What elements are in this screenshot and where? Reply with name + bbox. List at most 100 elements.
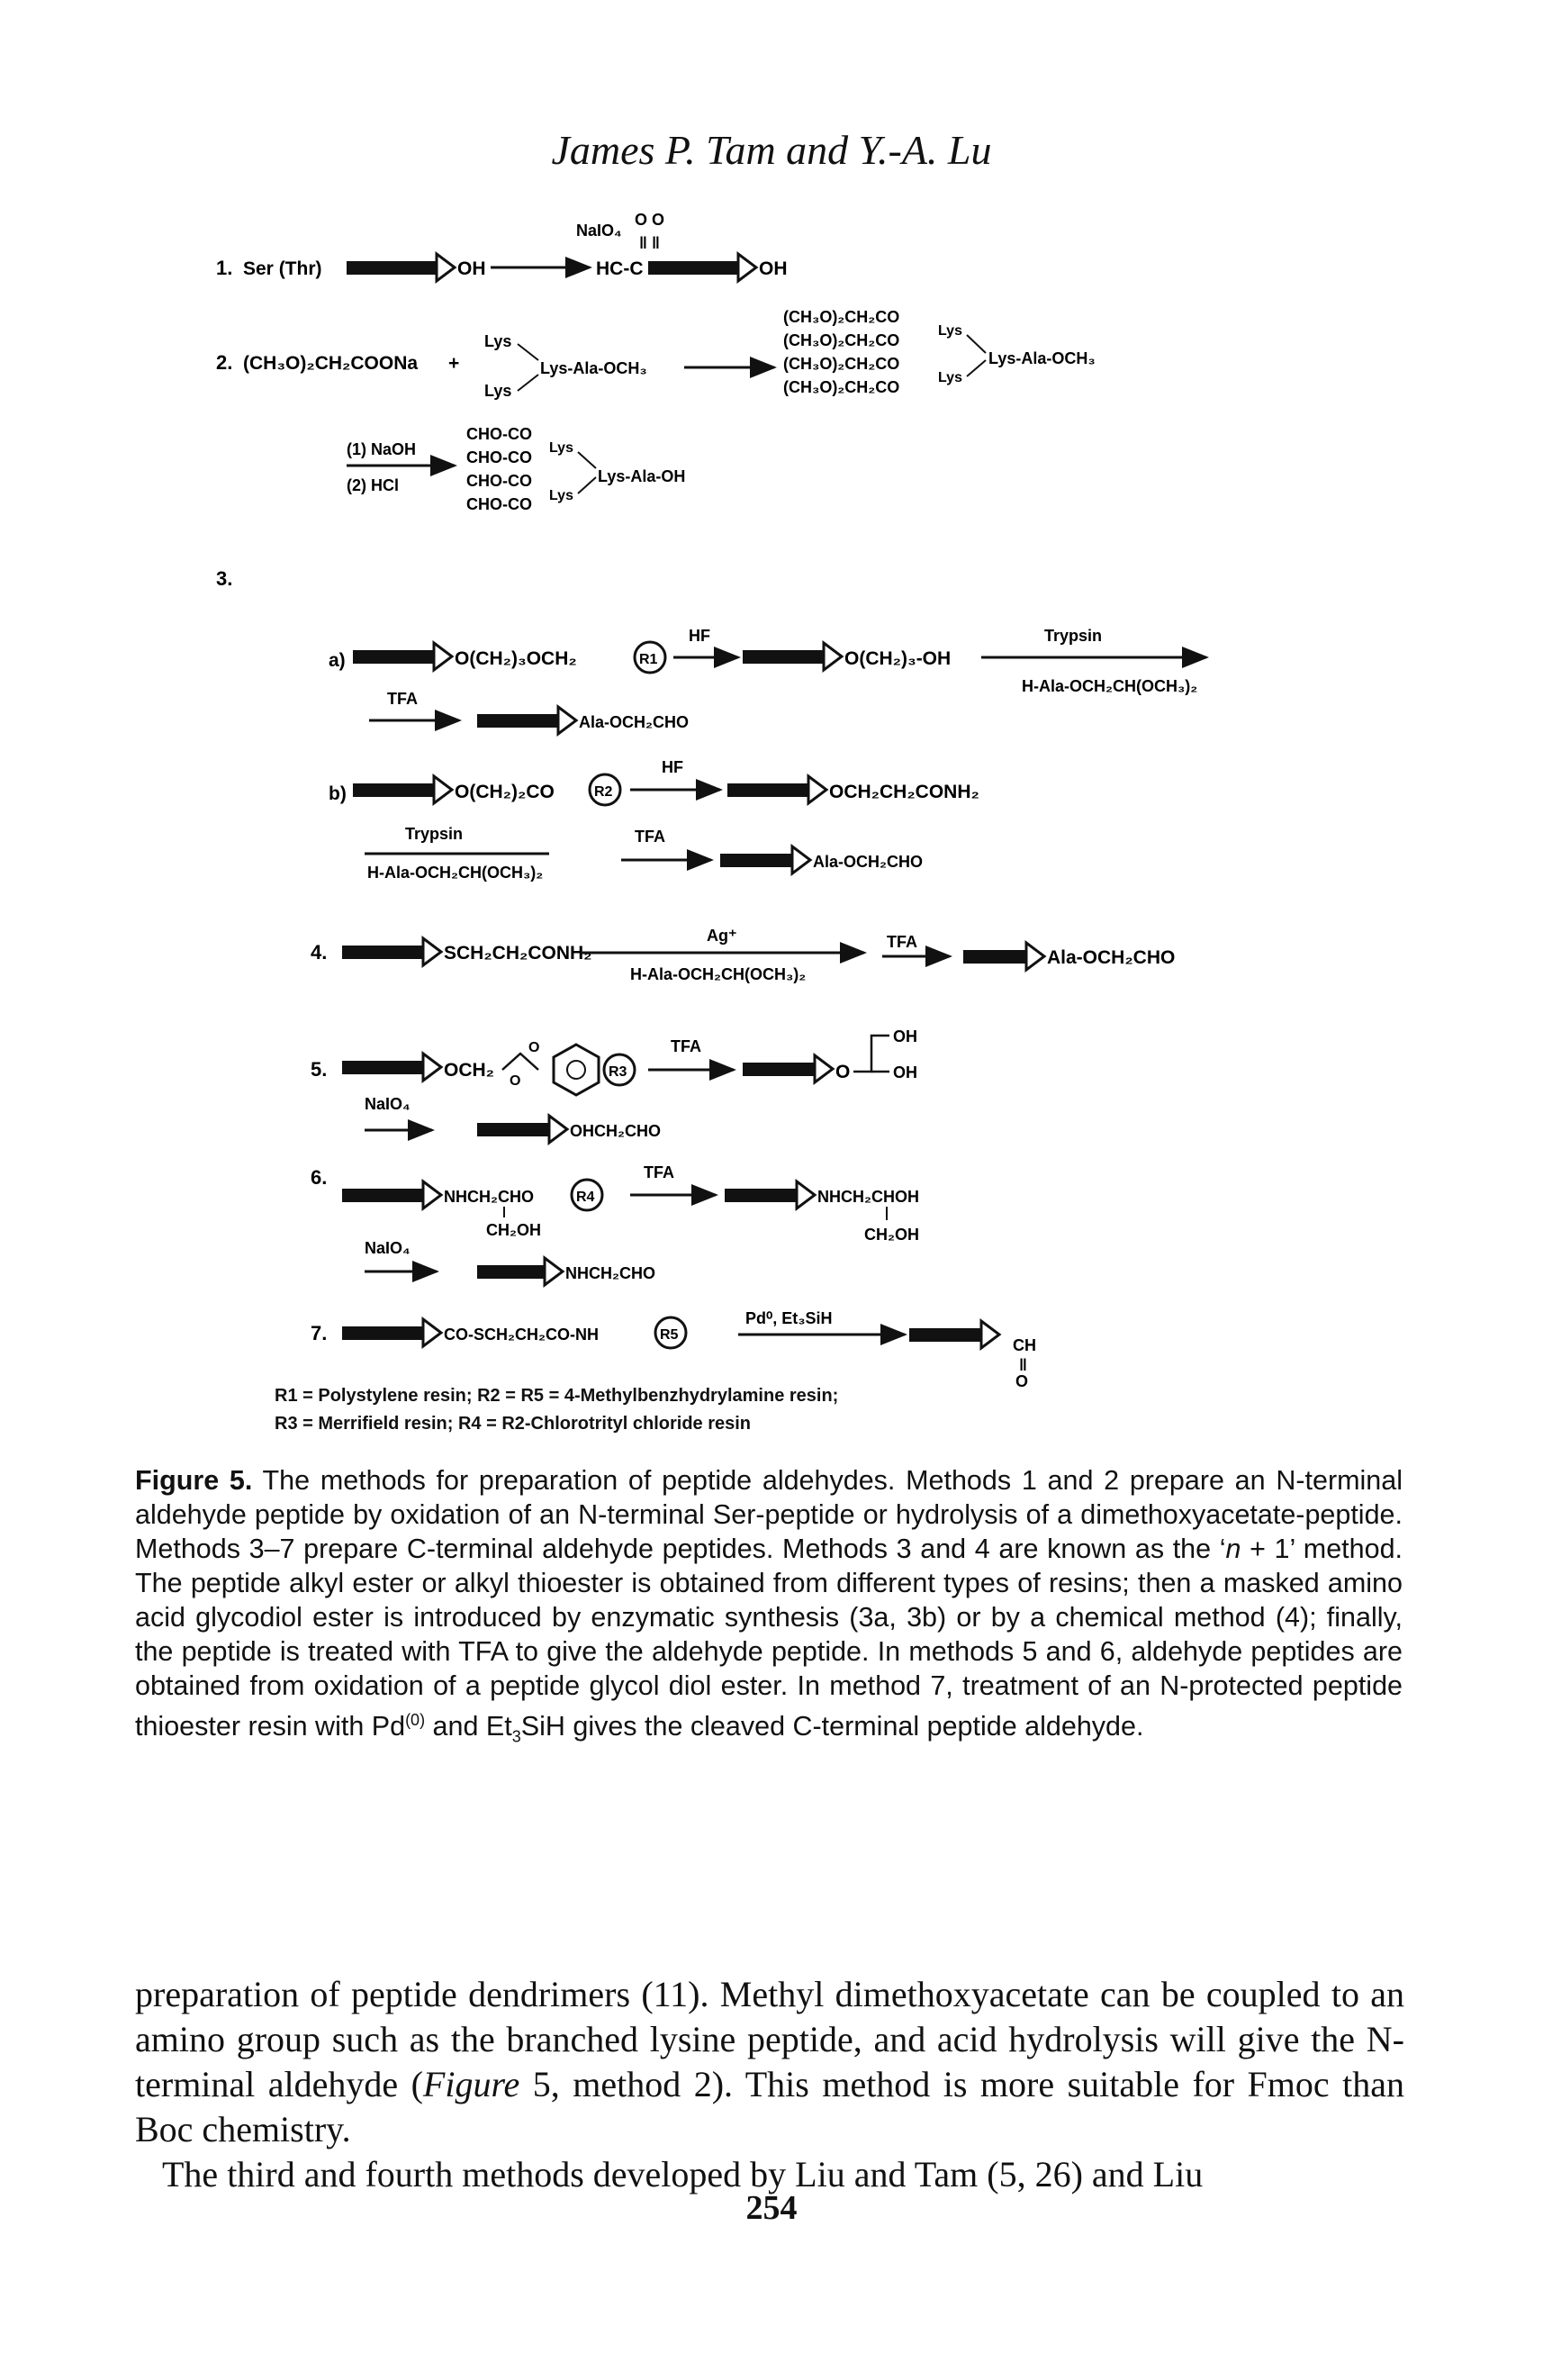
method-number: 6. (311, 1166, 327, 1189)
acyl-group: (CH₃O)₂CH₂CO (783, 308, 899, 326)
peptide-arrowhead (795, 1179, 817, 1211)
oxygen-label: O O (635, 211, 664, 229)
method-number: 1. (216, 257, 232, 279)
peptide-bar (342, 1061, 423, 1074)
reagent-label: TFA (635, 828, 665, 846)
peptide-bar (477, 1265, 545, 1279)
sub-method-label: b) (329, 783, 347, 804)
oh-label: OH (457, 258, 486, 279)
caption-variable: n (1225, 1534, 1241, 1564)
reagent-label: TFA (644, 1163, 674, 1181)
dioxolane-ring (501, 1052, 539, 1071)
aromatic-circle (566, 1060, 586, 1080)
reaction-scheme: 1. Ser (Thr) OH NaIO₄ O O ‖ ‖ HC-C OH 2.… (216, 211, 1209, 1387)
step-label: (1) NaOH (347, 440, 416, 458)
linker-label: O(CH₂)₃OCH₂ (455, 648, 577, 669)
caption-text: The methods for preparation of peptide a… (135, 1465, 1403, 1564)
peptide-bar (353, 783, 434, 797)
method-1: 1. Ser (Thr) OH NaIO₄ O O ‖ ‖ HC-C OH (216, 211, 788, 284)
linker-label: O(CH₂)₂CO (455, 782, 555, 802)
hydroxyl-label: OH (893, 1027, 917, 1045)
peptide-bar (477, 714, 558, 728)
enzyme-label: Trypsin (405, 825, 463, 843)
method-number: 4. (311, 941, 327, 964)
oh-label: OH (759, 258, 788, 279)
legend-line: R3 = Merrifield resin; R4 = R2-Chlorotri… (275, 1414, 752, 1434)
resin-bead (654, 1316, 688, 1350)
peptide-arrowhead (432, 774, 455, 806)
lysine-label: Lys (938, 323, 962, 339)
ser-thr-label: Ser (Thr) (243, 258, 322, 279)
product-label: OHCH₂CHO (570, 1122, 661, 1140)
lysine-core: Lys-Ala-OCH₃ (540, 359, 647, 377)
product-label: Ala-OCH₂CHO (579, 713, 689, 731)
peptide-bar (353, 650, 434, 664)
step-label: (2) HCl (347, 476, 399, 494)
dimethoxyacetate-reagent: (CH₃O)₂CH₂COONa (243, 353, 418, 374)
reagent-label: TFA (671, 1037, 701, 1055)
resin-label: R3 (609, 1064, 627, 1080)
peptide-arrowhead (822, 640, 844, 673)
peptide-arrowhead (421, 936, 444, 968)
reagent-label: H-Ala-OCH₂CH(OCH₃)₂ (367, 864, 543, 882)
method-number: 5. (311, 1058, 327, 1081)
reagent-label: NaIO₄ (365, 1095, 411, 1113)
body-paragraph: preparation of peptide dendrimers (11). … (135, 1972, 1404, 2152)
hydroxymethyl-label: CH₂OH (864, 1226, 919, 1244)
peptide-bar (743, 650, 824, 664)
peptide-arrowhead (543, 1255, 565, 1288)
linker-label: SCH₂CH₂CONH₂ (444, 943, 592, 964)
product-label: Ala-OCH₂CHO (813, 853, 923, 871)
product-label: Ala-OCH₂CHO (1047, 947, 1175, 968)
aldehyde-ch: CH (1013, 1336, 1036, 1354)
branch-line (966, 334, 987, 354)
resin-label: R4 (576, 1190, 595, 1205)
naio4-label: NaIO₄ (576, 222, 622, 240)
method-number: 2. (216, 351, 232, 374)
method-number: 3. (216, 567, 232, 590)
figure-reference: Figure (422, 2064, 520, 2104)
reagent-label: HF (689, 627, 710, 645)
product-label: OCH₂CH₂CONH₂ (829, 782, 979, 802)
peptide-arrowhead (421, 1179, 444, 1211)
peptide-bar (648, 261, 738, 275)
method-6: 6. NHCH₂CHO R4 R4 CH₂OH TFA NHCH₂CHOH CH… (311, 1163, 919, 1288)
branch-line (577, 451, 597, 469)
lysine-core: Lys-Ala-OCH₃ (988, 349, 1096, 367)
caption-subscript: 3 (511, 1727, 521, 1746)
plus-sign: + (448, 353, 459, 374)
legend-line: R1 = Polystylene resin; R2 = R5 = 4-Meth… (275, 1386, 839, 1406)
benzene-ring (552, 1043, 600, 1097)
peptide-bar (743, 1063, 815, 1076)
peptide-bar (725, 1189, 797, 1202)
linker-label: OCH₂ (444, 1060, 494, 1081)
method-2: 2. (CH₃O)₂CH₂COONa + Lys Lys Lys-Ala-OCH… (216, 308, 1096, 513)
body-text-run: 5, method 2). This method is more suitab… (135, 2064, 1405, 2149)
branch-line (577, 476, 597, 494)
body-paragraph: The third and fourth methods developed b… (162, 2154, 1204, 2194)
reagent-label: NaIO₄ (365, 1239, 411, 1257)
reagent-label: TFA (887, 933, 917, 951)
branch-line (517, 343, 539, 361)
body-text: preparation of peptide dendrimers (11). … (135, 1972, 1404, 2197)
page-number: 254 (745, 2189, 798, 2227)
peptide-bar (720, 854, 792, 867)
product-label: NHCH₂CHOH (817, 1188, 919, 1206)
lysine-label: Lys (484, 332, 511, 350)
peptide-arrowhead (421, 1051, 444, 1083)
double-bond: ‖ ‖ (639, 234, 660, 252)
resin-label: R5 (660, 1327, 679, 1343)
resin-bead (602, 1053, 636, 1087)
aldehyde-group: CHO-CO (466, 495, 532, 513)
peptide-arrowhead (1024, 940, 1047, 973)
peptide-arrowhead (736, 251, 759, 284)
peptide-bar (347, 261, 437, 275)
caption-superscript: (0) (405, 1711, 426, 1729)
resin-label: R2 (594, 784, 613, 800)
peptide-arrowhead (435, 251, 457, 284)
acyl-group: (CH₃O)₂CH₂CO (783, 378, 899, 396)
resin-label: R1 (639, 652, 658, 667)
method-number: 7. (311, 1322, 327, 1344)
resin-bead (570, 1178, 604, 1212)
resin-bead (588, 773, 622, 807)
